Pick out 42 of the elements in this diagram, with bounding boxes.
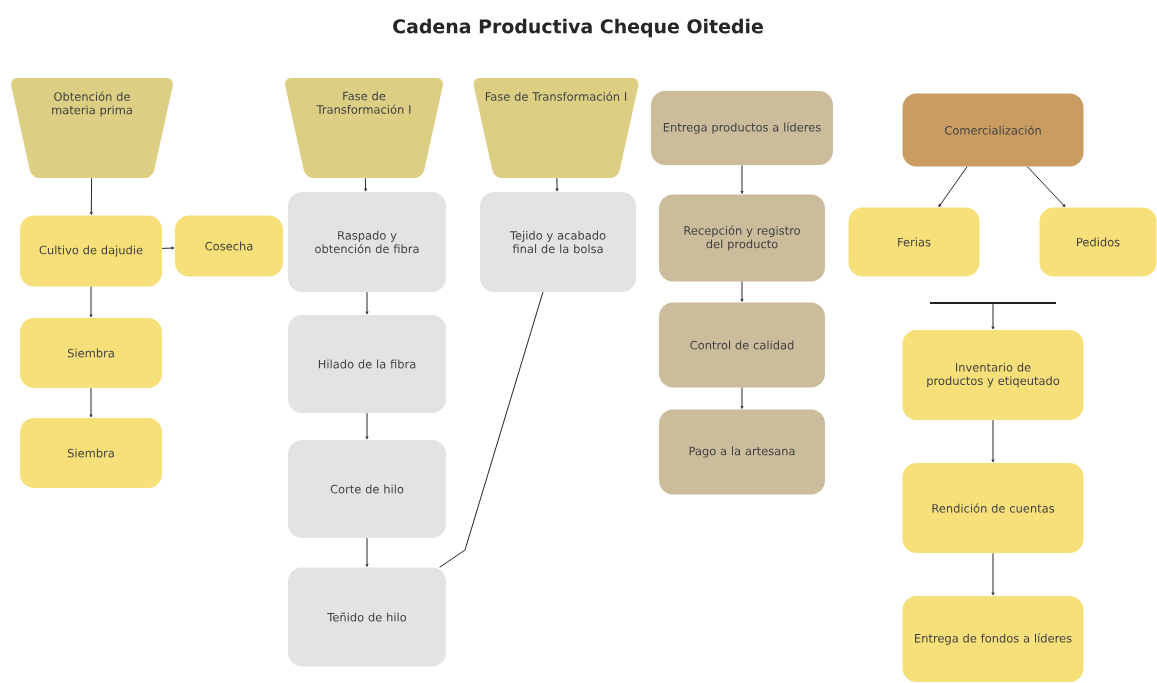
process-box: Entrega de fondos a líderes bbox=[902, 596, 1084, 682]
process-box: Pago a la artesana bbox=[659, 409, 825, 495]
phase-trapezoid: Obtención de materia prima bbox=[11, 78, 173, 178]
connector bbox=[364, 177, 368, 192]
process-box: Raspado y obtención de fibra bbox=[288, 192, 446, 292]
connector bbox=[89, 387, 93, 418]
process-box: Rendición de cuentas bbox=[902, 463, 1084, 553]
connector bbox=[740, 164, 744, 194]
process-box: Hilado de la fibra bbox=[288, 315, 446, 413]
connector bbox=[89, 177, 93, 215]
connector bbox=[161, 246, 175, 250]
process-box: Control de calidad bbox=[659, 302, 825, 388]
connector bbox=[1026, 166, 1066, 208]
process-box: Tejido y acabado final de la bolsa bbox=[480, 192, 636, 292]
process-box: Teñido de hilo bbox=[288, 567, 446, 667]
phase-trapezoid: Fase de Transformación I bbox=[473, 78, 639, 178]
connector bbox=[555, 177, 559, 192]
process-box: Recepción y registro del producto bbox=[659, 194, 825, 282]
connector-bar bbox=[930, 302, 1056, 304]
process-box: Corte de hilo bbox=[288, 440, 446, 538]
connector bbox=[365, 291, 369, 315]
connector bbox=[740, 281, 744, 302]
process-box: Comercialización bbox=[902, 93, 1084, 167]
connector bbox=[991, 303, 995, 330]
connector bbox=[991, 419, 995, 463]
phase-trapezoid: Fase de Transformación I bbox=[285, 78, 443, 178]
connector bbox=[938, 166, 968, 207]
process-box: Cosecha bbox=[175, 215, 283, 277]
connector bbox=[89, 286, 93, 318]
process-box: Siembra bbox=[20, 418, 162, 488]
process-box: Siembra bbox=[20, 318, 162, 388]
process-box: Cultivo de dajudie bbox=[20, 215, 162, 287]
title: Cadena Productiva Cheque Oitedie bbox=[393, 18, 763, 38]
connector bbox=[740, 387, 744, 409]
connector bbox=[365, 537, 369, 567]
process-box: Entrega productos a líderes bbox=[651, 91, 833, 165]
process-box: Ferias bbox=[848, 207, 980, 277]
connector bbox=[991, 552, 995, 596]
connector bbox=[439, 291, 544, 568]
connector bbox=[365, 412, 369, 440]
process-box: Inventario de productos y etiqeutado bbox=[902, 330, 1084, 420]
process-box: Pedidos bbox=[1039, 207, 1157, 277]
